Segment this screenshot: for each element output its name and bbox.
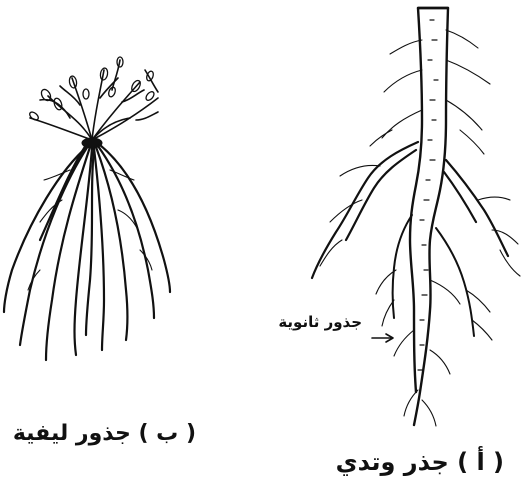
secondary-roots-label: جذور ثانوية xyxy=(222,313,362,331)
fibrous-roots-caption: ( ب ) جذور ليفية xyxy=(6,421,196,446)
taproot-caption: ( أ ) جذر وتدي xyxy=(334,448,504,476)
taproot-rootlets xyxy=(320,30,520,426)
taproot-branch-left xyxy=(312,142,418,278)
fibrous-roots xyxy=(4,145,170,360)
fibrous-root-system xyxy=(4,57,170,360)
taproot-main xyxy=(410,8,448,425)
taproot-branch-lower-right xyxy=(436,228,474,336)
taproot-system xyxy=(312,8,520,426)
fibrous-shoot-buds xyxy=(28,57,155,122)
taproot-branch-right xyxy=(444,160,508,256)
